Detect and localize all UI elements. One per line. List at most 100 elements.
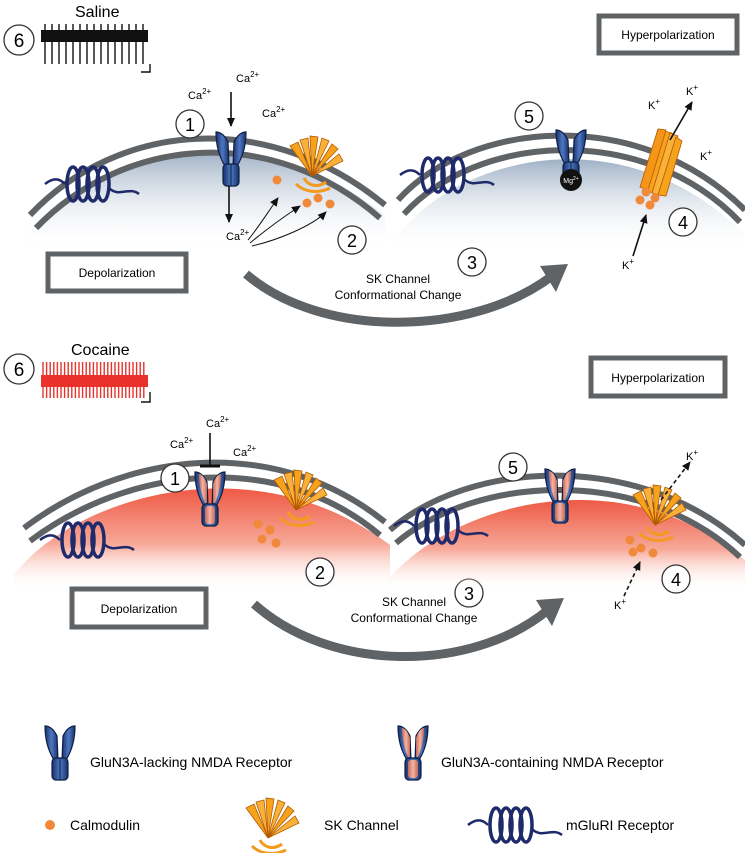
bottom-panel: 6 Cocaine Ca2+ Ca2+ Ca2+ 1 2 Depolarizat… xyxy=(3,342,745,662)
mg-block xyxy=(560,169,582,191)
step-marker-4 xyxy=(668,207,698,237)
depolarization-box xyxy=(45,251,189,294)
step-label-4: 4 xyxy=(678,213,688,233)
ion-ca: Ca2+ xyxy=(206,415,230,430)
conformational-label-1: SK Channel xyxy=(382,595,446,609)
conformational-label-1: SK Channel xyxy=(366,272,430,286)
calmodulin-dot xyxy=(628,547,638,557)
membrane-inner xyxy=(33,149,382,231)
step-label-1: 1 xyxy=(185,115,195,135)
membrane-inner xyxy=(394,487,743,560)
step-marker-1 xyxy=(160,463,190,493)
depolarization-label: Depolarization xyxy=(79,266,156,280)
step-label-5: 5 xyxy=(508,458,518,478)
ion-k: K+ xyxy=(686,83,698,98)
ca-binding-arrow xyxy=(247,197,279,241)
step-marker-2 xyxy=(337,225,367,255)
legend-calmodulin-label: Calmodulin xyxy=(70,817,140,833)
membrane-outer xyxy=(388,472,745,548)
ion-k: K+ xyxy=(622,257,634,272)
step-label-3: 3 xyxy=(467,253,477,273)
calmodulin-dot xyxy=(625,535,635,545)
top-panel: 6 Saline Ca2+ Ca2+ Ca2+ Ca2+ 1 2 xyxy=(3,4,745,327)
step-marker-6 xyxy=(3,353,35,385)
calmodulin-dot xyxy=(635,195,645,205)
hyperpolarization-label: Hyperpolarization xyxy=(611,371,704,385)
conformational-arrowhead xyxy=(540,264,568,292)
ion-k: K+ xyxy=(700,148,712,163)
ion-k: K+ xyxy=(686,448,698,463)
k-efflux-arrow xyxy=(669,101,693,141)
step-label-3: 3 xyxy=(464,584,474,604)
calmodulin-dot xyxy=(645,200,655,210)
conformational-arrow xyxy=(243,270,555,327)
calmodulin-dot xyxy=(325,199,335,209)
step-marker-1 xyxy=(175,109,205,139)
step-label-6: 6 xyxy=(14,31,25,52)
depolarization-label: Depolarization xyxy=(101,602,178,616)
condition-title-cocaine: Cocaine xyxy=(71,342,130,359)
conformational-label-2: Conformational Change xyxy=(351,611,478,625)
calmodulin-dot xyxy=(648,548,658,558)
legend-glun3a-containing-label: GluN3A-containing NMDA Receptor xyxy=(441,754,664,770)
legend-mglur-label: mGluRI Receptor xyxy=(566,817,674,833)
step-marker-5 xyxy=(514,101,544,131)
hyperpolarization-box xyxy=(588,355,728,399)
legend-glun3a-lacking-icon xyxy=(44,725,76,781)
membrane-outer xyxy=(22,459,387,531)
calmodulin-dot xyxy=(641,187,651,197)
calmodulin-dot xyxy=(253,519,263,529)
ion-ca: Ca2+ xyxy=(170,436,194,451)
calmodulin-dot xyxy=(302,198,312,208)
legend-glun3a-lacking-label: GluN3A-lacking NMDA Receptor xyxy=(90,754,293,770)
legend-mglur-icon xyxy=(466,806,564,844)
legend-sk-channel-label: SK Channel xyxy=(324,817,399,833)
calmodulin-dot xyxy=(636,543,646,553)
ion-k: K+ xyxy=(614,597,626,612)
step-label-5: 5 xyxy=(524,107,534,127)
membrane-outer xyxy=(27,135,387,218)
calmodulin-dot xyxy=(271,538,281,548)
step-label-2: 2 xyxy=(347,231,357,251)
depolarization-box xyxy=(69,586,209,630)
conformational-arrowhead xyxy=(536,598,564,626)
step-marker-6 xyxy=(3,24,35,56)
ion-mg: Mg2+ xyxy=(563,176,579,185)
step-label-6: 6 xyxy=(14,360,25,381)
ion-ca: Ca2+ xyxy=(188,87,212,102)
ca-binding-arrow xyxy=(249,205,301,244)
condition-title-saline: Saline xyxy=(75,4,120,21)
cocaine-trace xyxy=(41,362,151,403)
ion-ca: Ca2+ xyxy=(236,70,260,85)
calmodulin-dot xyxy=(265,525,275,535)
saline-trace xyxy=(41,24,151,73)
k-influx-arrow-reduced xyxy=(623,561,641,597)
ion-ca: Ca2+ xyxy=(233,444,257,459)
hyperpolarization-label: Hyperpolarization xyxy=(621,28,714,42)
step-label-4: 4 xyxy=(671,570,681,590)
step-label-1: 1 xyxy=(170,469,180,489)
k-efflux-arrow-reduced xyxy=(660,461,691,501)
calmodulin-dot xyxy=(257,534,267,544)
step-label-2: 2 xyxy=(315,563,325,583)
conformational-arrow xyxy=(251,600,551,662)
hyperpolarization-box xyxy=(596,13,740,56)
calmodulin-dot xyxy=(313,193,323,203)
ion-ca: Ca2+ xyxy=(262,105,286,120)
conformational-label-2: Conformational Change xyxy=(335,288,462,302)
cytoplasm-cocaine-left xyxy=(14,488,390,590)
legend-glun3a-containing-icon xyxy=(397,725,429,781)
step-marker-5 xyxy=(498,452,528,482)
calmodulin-dot xyxy=(272,175,282,185)
k-influx-arrow xyxy=(632,214,648,257)
ion-k: K+ xyxy=(648,97,660,112)
scale-bar xyxy=(141,392,151,403)
step-marker-4 xyxy=(661,564,691,594)
legend-calmodulin-icon xyxy=(45,820,55,830)
calmodulin-dot xyxy=(650,193,660,203)
ca-binding-arrow xyxy=(251,211,327,247)
step-marker-2 xyxy=(305,557,335,587)
legend: GluN3A-lacking NMDA Receptor GluN3A-cont… xyxy=(44,725,674,855)
